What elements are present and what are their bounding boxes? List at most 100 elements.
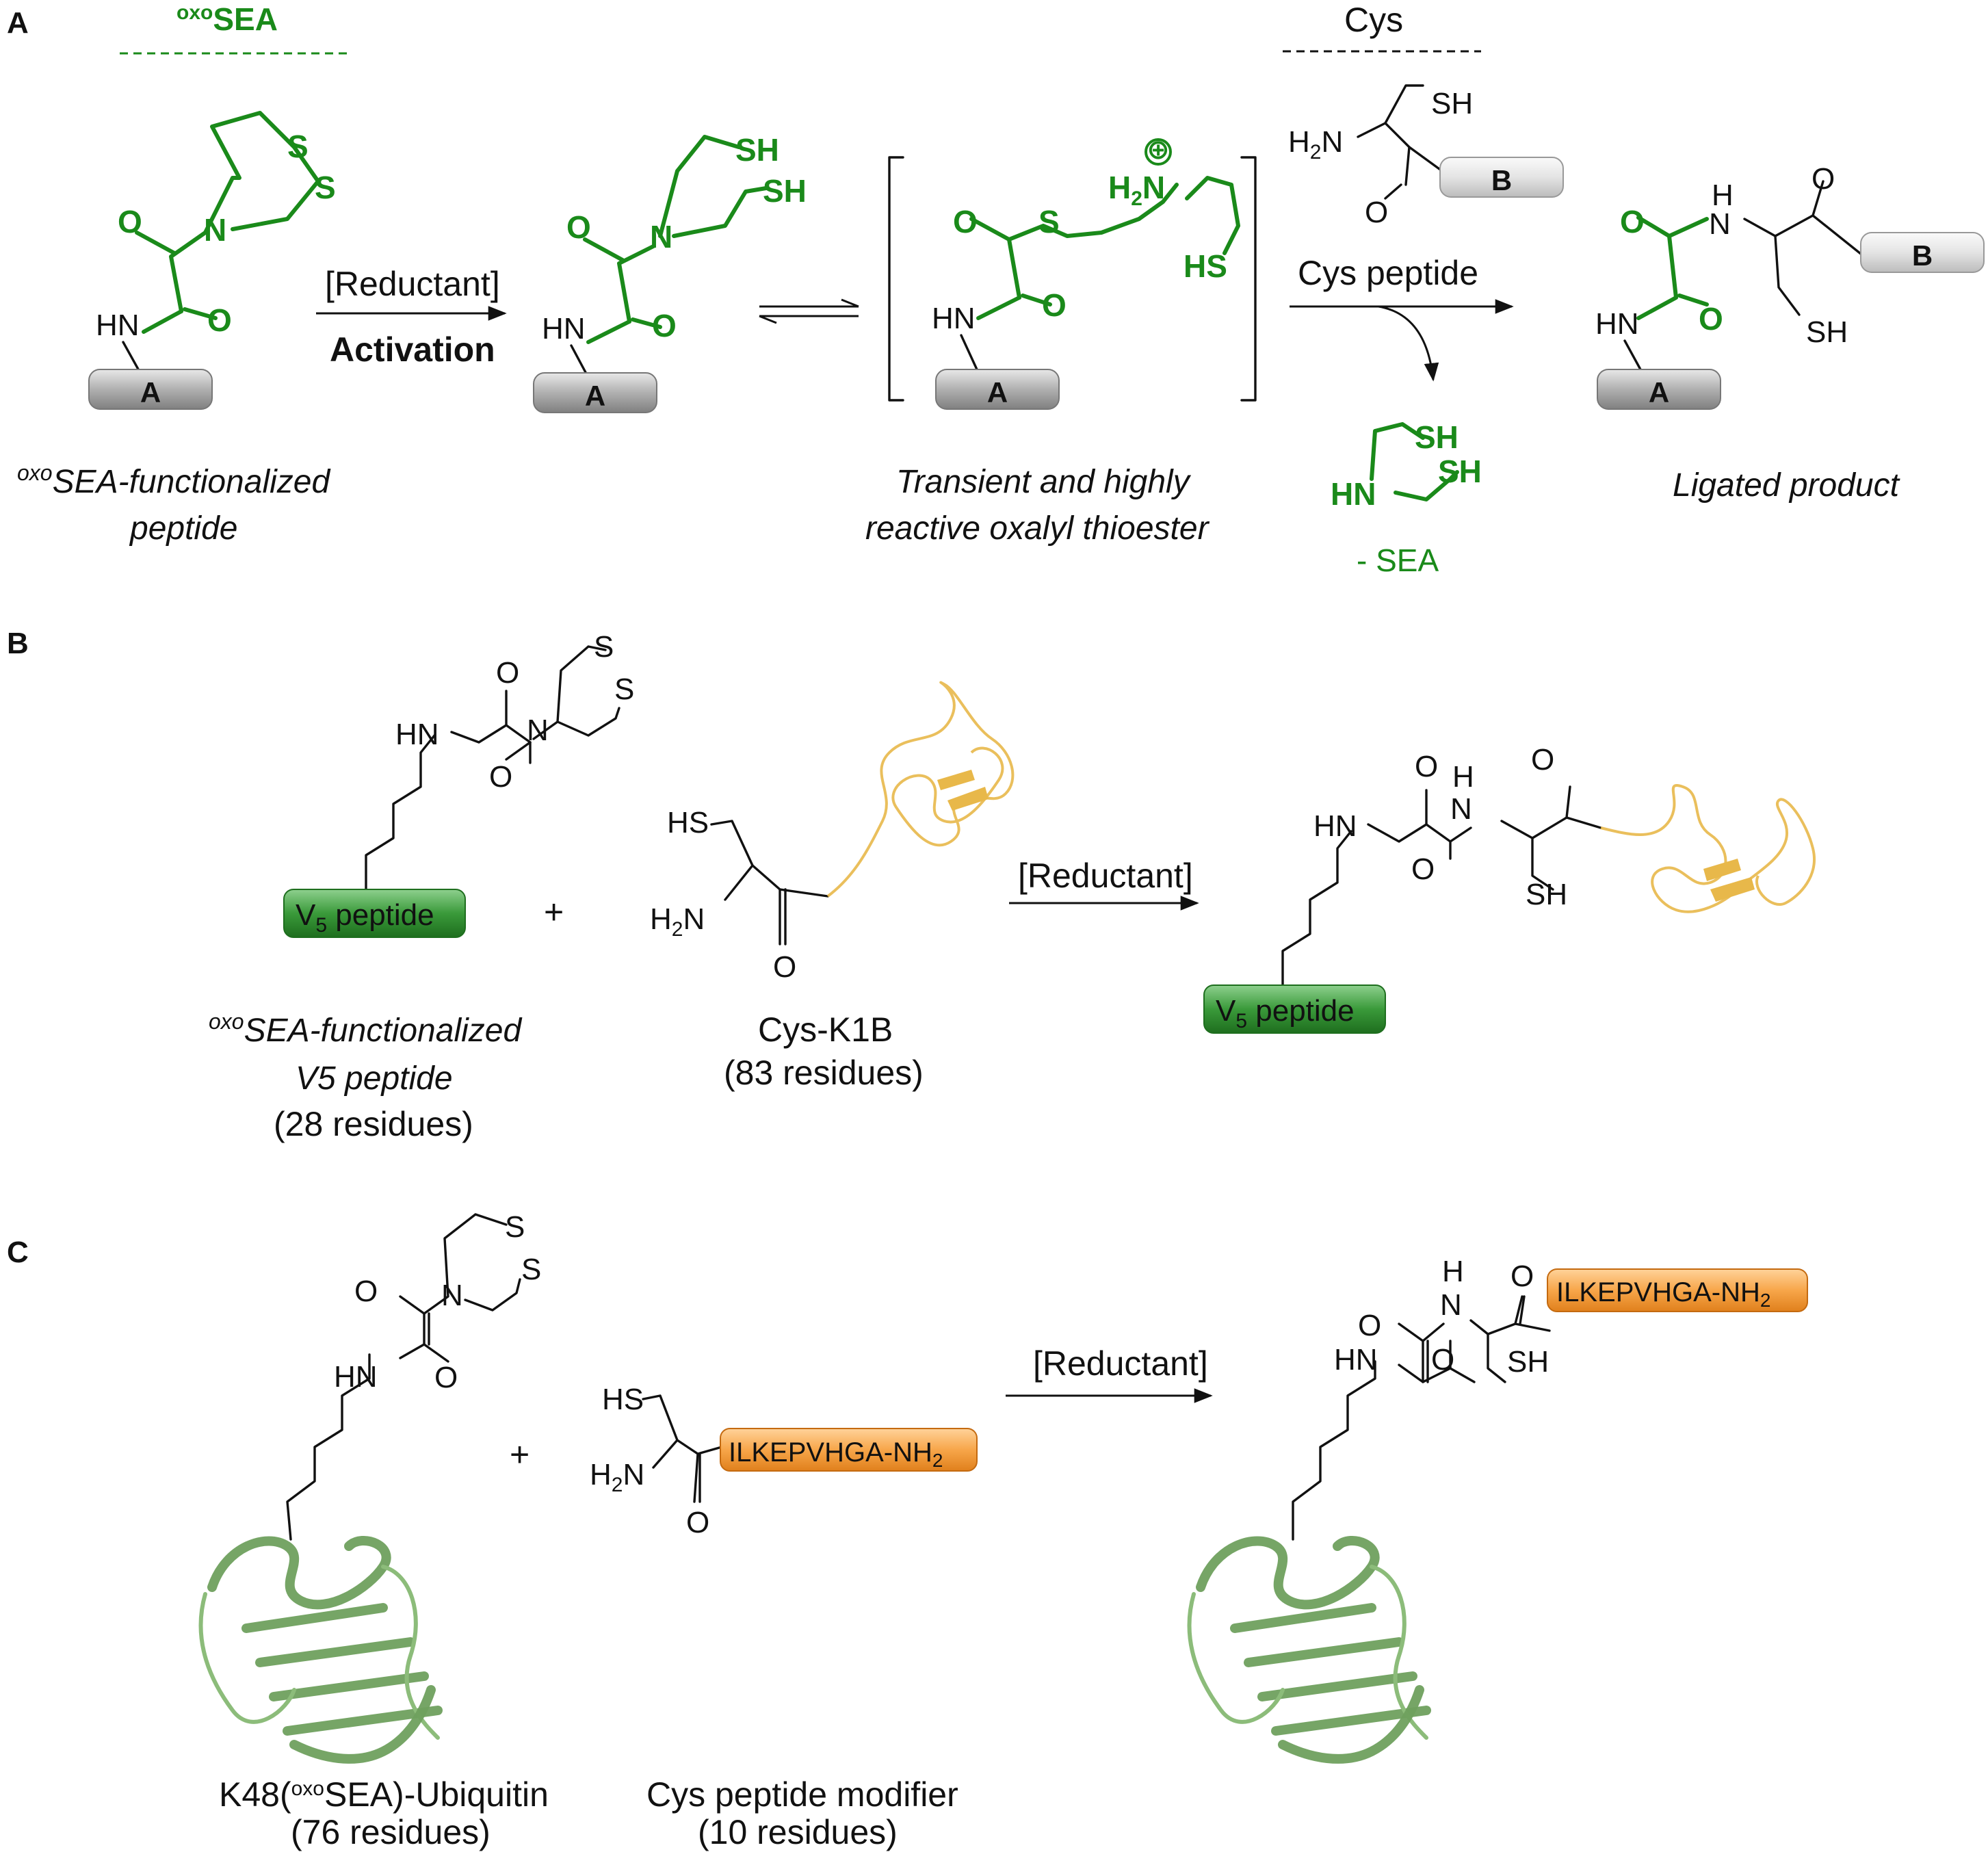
ring-sulfur-1: S <box>287 129 309 164</box>
ubiquitin-oxosea-molecule: HN O O N S S <box>286 1210 541 1541</box>
modifier-block-2 <box>1547 1268 1808 1312</box>
prod-b-ribbon <box>1600 784 1816 913</box>
block-a-3 <box>935 369 1060 410</box>
ubq-n: N <box>441 1279 463 1312</box>
ligated-product-a: H N O SH O O HN A B <box>1595 162 1985 410</box>
caption-v5-l3: (28 residues) <box>274 1105 473 1143</box>
caption-k1b-l1: Cys-K1B <box>758 1010 893 1049</box>
amide-hn: HN <box>96 309 140 342</box>
ubq-prod-o-1: O <box>1358 1309 1381 1342</box>
panel-c-plus: + <box>510 1435 529 1474</box>
caption-oxosea-peptide-l2: peptide <box>129 510 237 547</box>
v5-peptide-block-1-label: V5 peptide <box>296 898 434 937</box>
equilibrium-arrows <box>759 298 859 324</box>
modifier-block-2-label: ILKEPVHGA-NH2 <box>1556 1277 1770 1311</box>
sea-sh-2: SH <box>1438 454 1482 489</box>
product-sh: SH <box>1806 315 1848 349</box>
activation-label: Activation <box>330 330 495 369</box>
released-sea-molecule: HN SH SH - SEA <box>1331 419 1482 578</box>
caption-k1b-l2: (83 residues) <box>724 1054 924 1092</box>
caption-ligated-product: Ligated product <box>1673 467 1900 504</box>
panel-label-a: A <box>7 6 29 40</box>
thiol-sh-1: SH <box>735 132 779 168</box>
product-carbonyl-o: O <box>1812 162 1835 196</box>
panel-b-plus: + <box>544 893 564 931</box>
reductant-label-a: [Reductant] <box>325 265 500 303</box>
oxosea-header: oxoSEA <box>176 1 278 37</box>
positive-charge: ⊕ <box>1147 135 1170 165</box>
carbonyl-oxygen-3: O <box>566 209 591 245</box>
block-a-1 <box>88 369 213 410</box>
sea-sh-1: SH <box>1415 419 1459 455</box>
ubq-o-2: O <box>434 1361 458 1394</box>
prod-b-beta-strand <box>1703 859 1755 902</box>
carbonyl-oxygen-1: O <box>118 204 142 239</box>
caption-v5-l2: V5 peptide <box>296 1060 453 1097</box>
ubq-prod-hn: HN <box>1334 1343 1378 1377</box>
panel-label-b: B <box>7 627 29 660</box>
reductant-label-b: [Reductant] <box>1018 857 1193 895</box>
sea-release-arrow <box>1378 305 1439 382</box>
k1b-beta-strand <box>937 770 989 811</box>
carbonyl-oxygen-2: O <box>207 302 232 338</box>
v5-s-1: S <box>594 630 614 664</box>
carbonyl-oxygen-4: O <box>652 308 677 343</box>
cys-k1b-molecule: HS H2N O <box>650 681 1015 984</box>
modifier-block-1 <box>720 1428 978 1472</box>
cys-carbonyl-o: O <box>1365 196 1388 229</box>
block-a-4-label: A <box>1649 376 1669 408</box>
ubiquitin-modified-product: HN O O H N O SH <box>1292 1255 1551 1541</box>
ubq-s-2: S <box>521 1253 541 1286</box>
prod-b-hn: HN <box>1313 809 1357 843</box>
reductant-label-c: [Reductant] <box>1033 1344 1208 1383</box>
cys-peptide-label: Cys peptide <box>1298 254 1478 292</box>
caption-thioester-l2: reactive oxalyl thioester <box>865 510 1210 547</box>
amine-nitrogen: N <box>650 219 672 255</box>
ubq-prod-sh: SH <box>1507 1345 1549 1379</box>
sea-hn: HN <box>1331 476 1376 512</box>
mod-hs: HS <box>602 1383 644 1416</box>
thiol-sh-2: SH <box>763 173 807 209</box>
block-a-2 <box>533 372 657 413</box>
caption-mod-l2: (10 residues) <box>698 1813 898 1851</box>
product-oxygen-2: O <box>1699 301 1723 337</box>
caption-thioester-l1: Transient and highly <box>896 464 1192 500</box>
prod-b-sh: SH <box>1526 878 1567 911</box>
cys-header: Cys <box>1344 1 1403 39</box>
block-b-1 <box>1439 157 1564 198</box>
thioester-sulfur: S <box>1038 204 1060 239</box>
ubq-prod-nh-n: N <box>1440 1288 1462 1322</box>
carbonyl-oxygen-5: O <box>953 204 978 239</box>
mod-carbonyl-o: O <box>686 1506 709 1539</box>
v5-k1b-product: HN O O H N O SH <box>1281 743 1816 987</box>
block-a-2-label: A <box>585 380 605 412</box>
thiol-hs: HS <box>1183 248 1227 284</box>
ammonium-h2n: H2N <box>1108 170 1165 210</box>
block-b-1-label: B <box>1491 164 1512 196</box>
k1b-h2n: H2N <box>650 902 705 941</box>
product-nh-h: H <box>1712 179 1734 212</box>
block-a-3-label: A <box>987 376 1008 408</box>
caption-ubq-l1: K48(oxoSEA)-Ubiquitin <box>219 1775 549 1814</box>
caption-oxosea-peptide-l1: oxoSEA-functionalized <box>17 460 330 500</box>
v5-carbonyl-o-1: O <box>496 656 519 690</box>
ubiquitin-structure-2 <box>1187 1535 1431 1764</box>
block-b-2 <box>1860 232 1985 273</box>
ubq-o-1: O <box>354 1275 378 1308</box>
ubq-hn: HN <box>334 1360 378 1394</box>
prod-b-o-3: O <box>1531 743 1554 777</box>
panel-label-c: C <box>7 1236 29 1269</box>
amide-hn-2: HN <box>542 312 586 345</box>
modifier-block-1-label: ILKEPVHGA-NH2 <box>729 1437 943 1471</box>
ubq-prod-o-2: O <box>1431 1343 1454 1377</box>
block-b-2-label: B <box>1912 239 1933 272</box>
positive-charge-circle <box>1145 138 1172 166</box>
prod-b-nh-h: H <box>1452 760 1474 794</box>
product-hn: HN <box>1595 307 1639 341</box>
cysteine-b-molecule: H2N SH O B <box>1288 84 1564 229</box>
prod-b-o-1: O <box>1415 750 1438 783</box>
ubq-s-1: S <box>505 1210 525 1244</box>
oxalyl-thioester-molecule: S O O H2N ⊕ HS HN A <box>932 135 1240 410</box>
cys-modifier-molecule: HS H2N O <box>590 1383 723 1539</box>
